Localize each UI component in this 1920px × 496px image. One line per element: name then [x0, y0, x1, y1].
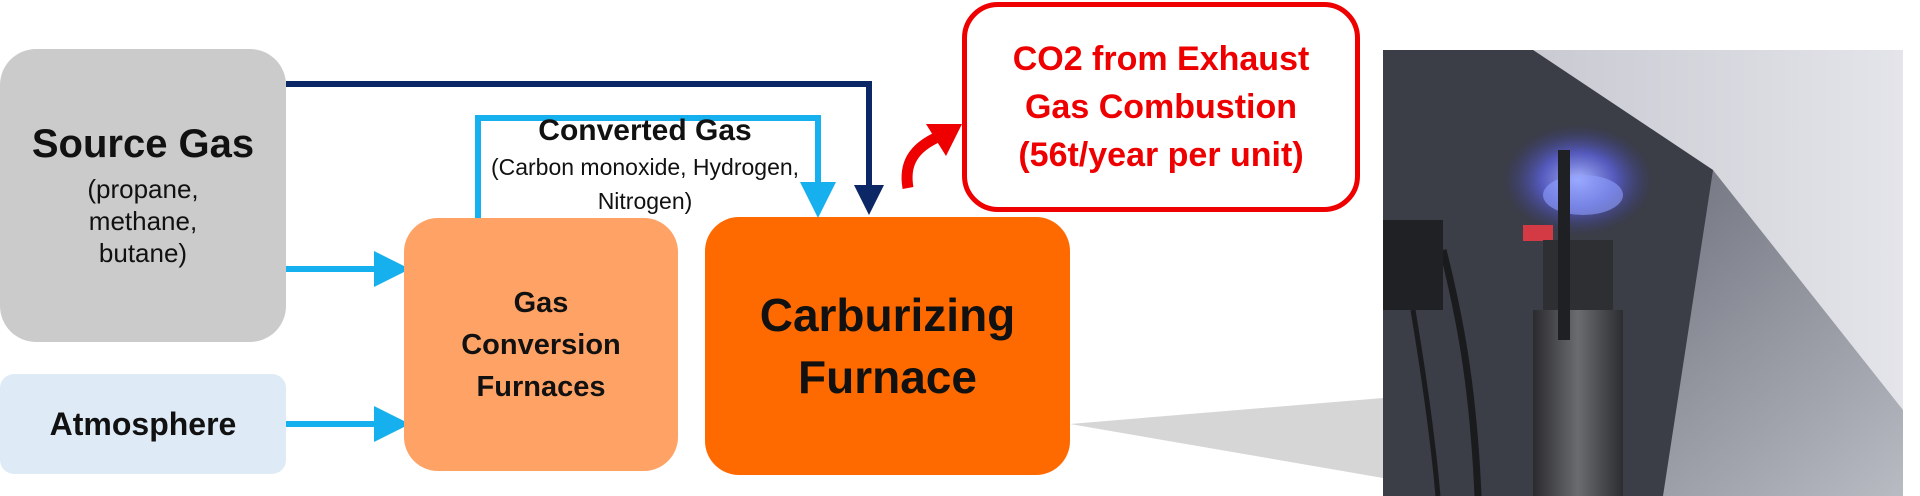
burner-flame-photo: [1383, 50, 1903, 496]
co2-exhaust-box: CO2 from Exhaust Gas Combustion (56t/yea…: [962, 2, 1360, 212]
co2-exhaust-label: CO2 from Exhaust Gas Combustion (56t/yea…: [1012, 40, 1310, 174]
gas-conversion-box: Gas Conversion Furnaces: [404, 218, 678, 471]
exhaust-arrow: [901, 124, 962, 189]
source-gas-subtitle: (propane, methane, butane): [87, 174, 199, 268]
converted-gas-subtitle: (Carbon monoxide, Hydrogen, Nitrogen): [490, 154, 800, 214]
source-gas-title: Source Gas: [31, 122, 255, 166]
source-to-carburizing-arrow: [286, 81, 884, 215]
gas-conversion-label: Gas Conversion Furnaces: [461, 286, 621, 403]
converted-gas-arrow: [475, 115, 836, 218]
atmosphere-label: Atmosphere: [49, 405, 237, 442]
atmosphere-box: Atmosphere: [0, 374, 286, 474]
source-gas-box: Source Gas (propane, methane, butane): [0, 49, 286, 342]
zoom-callout: [1070, 398, 1383, 478]
carburizing-furnace-label: Carburizing Furnace: [759, 289, 1016, 403]
converted-gas-label: Converted Gas (Carbon monoxide, Hydrogen…: [470, 112, 820, 218]
carburizing-furnace-box: Carburizing Furnace: [705, 217, 1070, 475]
converted-gas-title: Converted Gas: [538, 114, 752, 147]
